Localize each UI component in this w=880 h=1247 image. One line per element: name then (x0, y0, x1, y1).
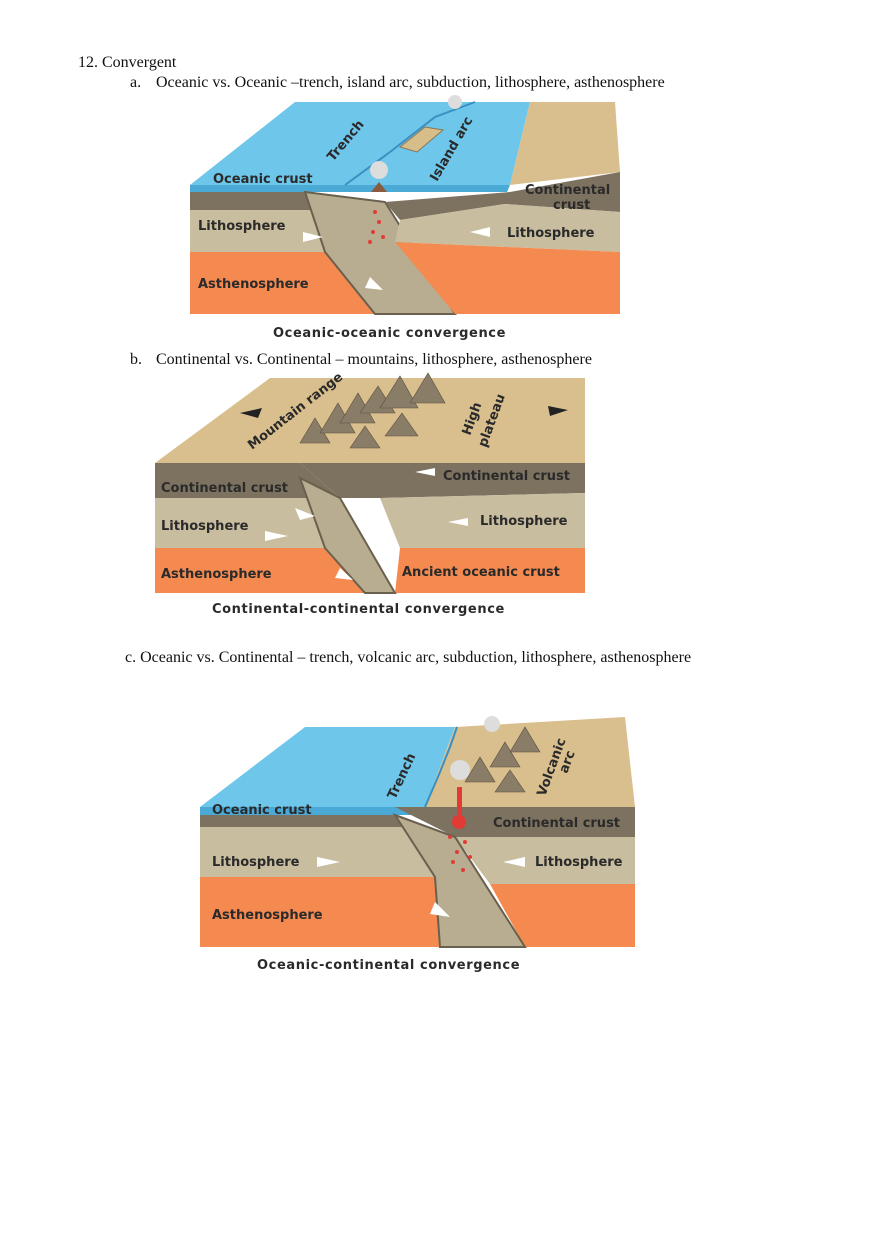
caption-c: Oceanic-continental convergence (257, 958, 520, 973)
continental-crust-left (155, 463, 340, 498)
lithosphere-right (455, 837, 635, 884)
label-asthenosphere: Asthenosphere (161, 567, 272, 582)
lithosphere-right (395, 204, 620, 252)
label-asthenosphere: Asthenosphere (198, 277, 309, 292)
label-oceanic-crust: Oceanic crust (212, 803, 312, 818)
asthenosphere-right (395, 242, 620, 314)
item-b-marker: b. (130, 351, 142, 368)
label-lithosphere-right: Lithosphere (507, 226, 595, 241)
asthenosphere-right (490, 884, 635, 947)
item-b-text: Continental vs. Continental – mountains,… (156, 351, 592, 368)
asthenosphere-left (190, 252, 375, 314)
label-continental-crust-left: Continental crust (161, 481, 288, 496)
label-asthenosphere: Asthenosphere (212, 908, 323, 923)
label-continental-1: Continental (525, 183, 610, 198)
figure-continental-continental: Mountain range High plateau Continental … (155, 370, 585, 617)
lithosphere-right (380, 493, 585, 548)
island-arc (398, 126, 445, 153)
land-surface (425, 717, 635, 807)
ocean-surface (190, 102, 530, 185)
asthenosphere-left (155, 548, 365, 593)
lithosphere-left (155, 498, 340, 548)
ocean-surface (200, 727, 455, 807)
item-c-text: c. Oceanic vs. Continental – trench, vol… (125, 649, 692, 666)
item-a-text: Oceanic vs. Oceanic –trench, island arc,… (156, 74, 665, 91)
item-a-marker: a. (130, 74, 142, 91)
continental-crust-right (300, 463, 585, 498)
label-continental-2: crust (553, 198, 590, 213)
subducting-slab (392, 813, 527, 948)
asthenosphere-right (395, 548, 585, 593)
label-lithosphere-left: Lithosphere (198, 219, 286, 234)
label-lithosphere-right: Lithosphere (535, 855, 623, 870)
label-lithosphere-left: Lithosphere (212, 855, 300, 870)
mountain-peaks (299, 372, 446, 449)
caption-a: Oceanic-oceanic convergence (273, 326, 506, 341)
asthenosphere-left (200, 877, 440, 947)
label-continental-crust: Continental crust (493, 816, 620, 831)
label-ancient-oceanic-crust: Ancient oceanic crust (402, 565, 560, 580)
label-arc: arc (557, 749, 579, 776)
section-heading: 12. Convergent (78, 54, 177, 71)
continental-crust-layer (395, 807, 635, 837)
continent-surface (510, 102, 620, 185)
figure-oceanic-continental: Trench Volcanic arc Oceanic crust Contin… (200, 716, 635, 973)
subducting-slab (303, 190, 457, 315)
label-lithosphere-right: Lithosphere (480, 514, 568, 529)
oceanic-crust-layer (200, 815, 420, 827)
label-continental-crust-right: Continental crust (443, 469, 570, 484)
label-oceanic-crust: Oceanic crust (213, 172, 313, 187)
caption-b: Continental-continental convergence (212, 602, 505, 617)
lithosphere-left (200, 827, 435, 877)
ancient-slab (298, 475, 397, 594)
figure-oceanic-oceanic: Trench Island arc Oceanic crust Continen… (190, 95, 620, 341)
label-lithosphere-left: Lithosphere (161, 519, 249, 534)
